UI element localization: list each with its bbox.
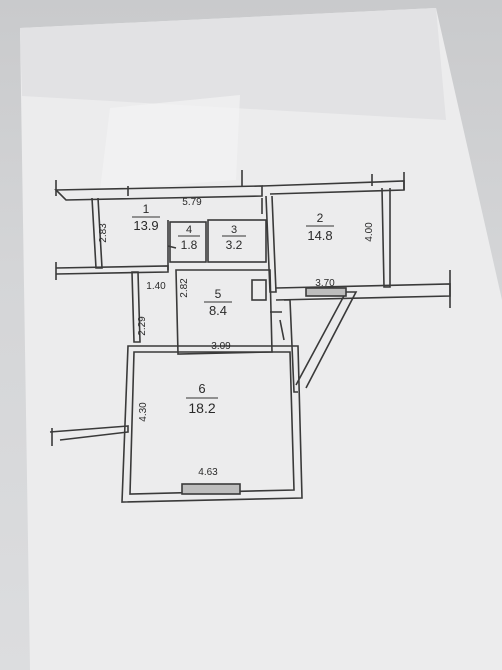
dim-ticks — [127, 170, 373, 214]
wall-right-room2 — [381, 187, 391, 288]
paper-shadow-band — [20, 8, 446, 120]
wall-room3-room2 — [265, 195, 277, 293]
dim-4-30: 4.30 — [138, 402, 149, 422]
dim-4-00: 4.00 — [364, 222, 375, 242]
wall-bottom-room1 — [55, 265, 169, 275]
room6-inner — [129, 351, 295, 495]
room6-number: 6 — [198, 381, 205, 396]
room3-area: 3.2 — [226, 238, 243, 252]
dim-2-29: 2.29 — [137, 316, 148, 336]
window-bottom — [181, 483, 241, 495]
dim-5-79: 5.79 — [182, 197, 202, 208]
room2-area: 14.8 — [307, 228, 332, 243]
hall-right-wall — [284, 299, 298, 393]
room6-outer — [121, 345, 303, 503]
paper-glare — [100, 95, 240, 190]
dim-4-63: 4.63 — [198, 467, 218, 478]
room3-number: 3 — [231, 224, 237, 236]
room5-area: 8.4 — [209, 303, 227, 318]
room1-number: 1 — [143, 202, 150, 216]
room4-area: 1.8 — [181, 238, 198, 252]
window-balcony — [305, 287, 347, 297]
room5-number: 5 — [215, 287, 222, 301]
dim-3-70: 3.70 — [315, 278, 335, 289]
balcony-rail — [275, 283, 451, 301]
room1-area: 13.9 — [133, 218, 158, 233]
wall-top — [54, 185, 263, 201]
door-ticks — [167, 245, 285, 341]
dim-3-09: 3.09 — [211, 341, 231, 352]
balcony-slant — [295, 291, 358, 389]
dim-1-40: 1.40 — [146, 281, 166, 292]
dim-line-top — [51, 172, 451, 446]
room6-left-ext — [49, 425, 129, 441]
dim-2-82: 2.82 — [179, 278, 190, 298]
room3-box — [207, 219, 267, 263]
dim-2-83: 2.83 — [98, 223, 109, 243]
room4-number: 4 — [186, 224, 192, 236]
hall-left-wall — [131, 271, 141, 343]
room4-box — [169, 221, 207, 263]
room6-area: 18.2 — [188, 400, 215, 416]
stove — [251, 279, 267, 301]
room2-number: 2 — [317, 211, 324, 225]
